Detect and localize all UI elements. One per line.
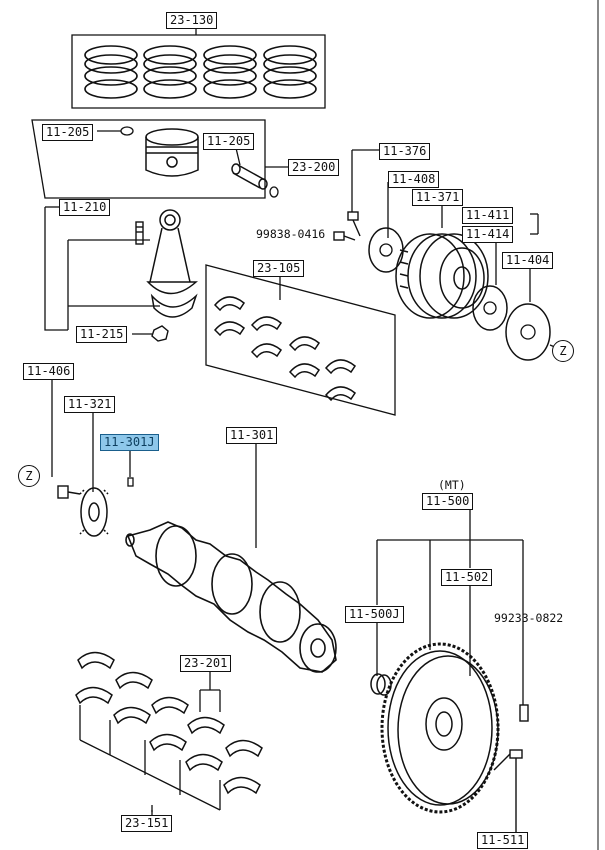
z-reference-marker-right: Z (552, 340, 574, 362)
ring-set-box (71, 34, 326, 109)
flywheel (380, 642, 500, 814)
label-11-301: 11-301 (226, 427, 278, 444)
label-99233-0822: 99233-0822 (494, 611, 564, 625)
piston-rings (84, 45, 317, 99)
crank-key (127, 477, 134, 487)
bearing-leaders (79, 670, 221, 815)
label-11-408: 11-408 (388, 171, 440, 188)
label-11-321: 11-321 (64, 396, 116, 413)
gear-bolt (57, 485, 81, 499)
label-11-215: 11-215 (76, 326, 128, 343)
dowel-pin (519, 704, 529, 722)
label-11-414: 11-414 (462, 226, 514, 243)
timing-gear (79, 487, 109, 537)
label-11-371: 11-371 (412, 189, 464, 206)
label-11-205-right: 11-205 (203, 133, 255, 150)
main-bearings (75, 651, 263, 795)
label-23-201: 23-201 (180, 655, 232, 672)
label-11-205-left: 11-205 (42, 124, 94, 141)
pulley-bolt-small (333, 231, 356, 241)
pulley-plate (472, 285, 508, 331)
z-reference-marker-left: Z (18, 465, 40, 487)
flywheel-bolt (493, 749, 523, 832)
connecting-rod (146, 209, 198, 318)
label-11-500: 11-500 (422, 493, 474, 510)
snap-ring-left (120, 126, 134, 136)
rod-bearings (213, 296, 357, 402)
label-11-301j-highlighted[interactable]: 11-301J (100, 434, 159, 451)
label-11-210: 11-210 (59, 199, 111, 216)
label-11-404: 11-404 (502, 252, 554, 269)
crank-pulley (395, 233, 489, 319)
label-23-200: 23-200 (288, 159, 340, 176)
pulley-disc (505, 303, 551, 361)
label-mt: (MT) (438, 478, 466, 492)
rod-bracket (44, 207, 68, 331)
pulley-washer (368, 227, 404, 273)
label-11-511: 11-511 (477, 832, 529, 849)
piston-box (31, 119, 266, 199)
pulley-bolt (347, 211, 361, 237)
label-99838-0416: 99838-0416 (256, 227, 326, 241)
label-11-500j: 11-500J (345, 606, 404, 623)
label-23-105: 23-105 (253, 260, 305, 277)
piston-pin (231, 163, 268, 190)
rod-bolt (135, 221, 144, 245)
piston (145, 128, 199, 177)
rod-nut (151, 325, 169, 342)
label-11-502: 11-502 (441, 569, 493, 586)
rod-bearing-box (205, 264, 396, 416)
snap-ring-right (269, 186, 279, 198)
pilot-bearing (370, 673, 392, 696)
crankshaft (125, 521, 337, 673)
label-23-130: 23-130 (166, 12, 218, 29)
label-11-411: 11-411 (462, 207, 514, 224)
label-23-151: 23-151 (121, 815, 173, 832)
label-11-376: 11-376 (379, 143, 431, 160)
label-11-406: 11-406 (23, 363, 75, 380)
